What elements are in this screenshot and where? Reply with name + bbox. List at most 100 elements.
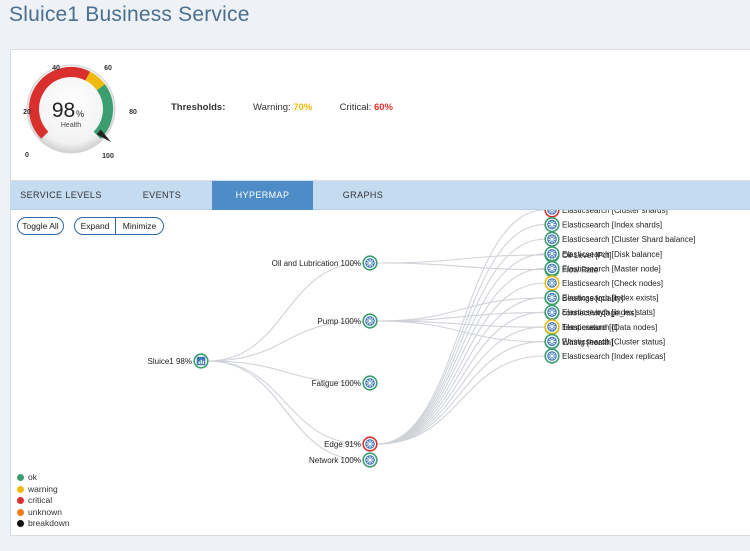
gear-icon-tooth	[548, 338, 551, 341]
leaf-node-label: Oil Level [Pct]	[562, 251, 611, 260]
gear-icon-tooth	[366, 259, 369, 262]
tree-link	[207, 360, 364, 445]
leaf-node[interactable]	[544, 275, 560, 291]
minimize-button[interactable]: Minimize	[115, 217, 164, 235]
leaf-node-label: Flow Rate	[562, 266, 599, 275]
legend-dot	[17, 485, 24, 493]
gear-icon-tooth	[553, 225, 556, 228]
gear-icon-hub	[550, 310, 554, 314]
leaf-node[interactable]	[544, 231, 560, 247]
leaf-node-label: Bearings [quality]	[562, 294, 623, 303]
leaf-node[interactable]	[544, 217, 560, 233]
tab-hypermap[interactable]: HYPERMAP	[212, 181, 313, 210]
legend-item: unknown	[17, 507, 70, 519]
group-node[interactable]	[362, 255, 378, 271]
thresholds-label: Thresholds:	[171, 102, 226, 113]
gear-icon-tooth	[553, 284, 556, 287]
gear-icon-tooth	[548, 323, 551, 326]
gear-icon-hub	[550, 266, 554, 270]
gear-icon-tooth	[371, 445, 374, 448]
gear-icon-tooth	[553, 269, 556, 272]
gear-icon-tooth	[553, 338, 556, 341]
gauge-tick: 100	[102, 153, 114, 160]
gear-icon-hub	[550, 281, 554, 285]
health-panel: 0 20 40 60 80 100 98% Health Thresholds:…	[10, 49, 750, 181]
tree-link	[376, 320, 546, 328]
gear-icon-tooth	[366, 384, 369, 387]
tree-link	[376, 282, 546, 445]
gear-icon-hub	[550, 354, 554, 358]
hypermap-tree: Sluice1 98%Oil and Lubrication 100%Oil L…	[148, 210, 695, 468]
gear-icon-tooth	[371, 456, 374, 459]
gear-icon-tooth	[548, 352, 551, 355]
gauge-label: Health	[61, 122, 81, 129]
gauge-tick: 40	[52, 65, 60, 72]
leaf-node[interactable]	[544, 333, 560, 349]
gauge-tick: 80	[129, 109, 137, 116]
leaf-node-label: Elasticsearch [Index exists]	[562, 294, 658, 303]
gear-icon-tooth	[548, 236, 551, 239]
group-node[interactable]	[362, 375, 378, 391]
gear-icon-tooth	[553, 250, 556, 253]
tab-events[interactable]: EVENTS	[142, 190, 182, 200]
gear-icon-tooth	[548, 250, 551, 253]
expand-button[interactable]: Expand	[74, 217, 116, 235]
leaf-node[interactable]	[544, 210, 560, 218]
group-node[interactable]	[362, 452, 378, 468]
tab-graphs[interactable]: GRAPHS	[342, 190, 384, 200]
gear-icon-tooth	[366, 440, 369, 443]
warning-label: Warning:	[253, 102, 291, 113]
tree-link	[376, 253, 546, 445]
root-node[interactable]	[193, 353, 209, 369]
thresholds: Thresholds: Warning: 70% Critical: 60%	[171, 102, 393, 113]
bar-chart-icon-bar	[202, 360, 204, 364]
legend-label: breakdown	[28, 518, 70, 528]
leaf-node[interactable]	[544, 348, 560, 364]
gear-icon-tooth	[553, 265, 556, 268]
gauge-value-number: 98	[52, 99, 75, 122]
gear-icon-tooth	[553, 309, 556, 312]
gear-icon-tooth	[366, 461, 369, 464]
toggle-all-button[interactable]: Toggle All	[17, 217, 64, 235]
gear-icon-tooth	[553, 298, 556, 301]
leaf-node[interactable]	[544, 319, 560, 335]
gear-icon-hub	[368, 458, 372, 462]
gear-icon-tooth	[548, 298, 551, 301]
gauge-arc-critical	[29, 67, 91, 139]
gear-icon-tooth	[371, 384, 374, 387]
leaf-node[interactable]	[544, 304, 560, 320]
leaf-node-label: Elasticsearch [Index replicas]	[562, 352, 666, 361]
gear-icon-tooth	[371, 461, 374, 464]
leaf-node[interactable]	[544, 246, 560, 262]
tree-link	[376, 340, 546, 445]
tab-service-levels[interactable]: SERVICE LEVELS	[20, 190, 102, 200]
gear-icon-tooth	[548, 225, 551, 228]
leaf-node[interactable]	[544, 289, 560, 306]
root-node-label: Sluice1 98%	[148, 357, 192, 366]
leaf-node-label: Elasticsearch [Master node]	[562, 264, 661, 273]
legend-label: unknown	[28, 506, 63, 517]
tree-link	[376, 355, 546, 445]
tree-link	[207, 360, 364, 384]
gear-icon-hub	[550, 252, 554, 256]
gear-icon-hub	[368, 261, 372, 265]
tree-link	[376, 312, 546, 322]
tree-link	[376, 254, 546, 264]
gear-icon-tooth	[553, 221, 556, 224]
gear-icon-tooth	[548, 342, 551, 345]
group-node[interactable]	[362, 436, 378, 452]
legend-dot	[17, 520, 24, 528]
gear-icon-tooth	[548, 284, 551, 287]
leaf-node[interactable]	[544, 260, 560, 277]
tree-link	[207, 360, 364, 461]
gauge-value-unit: %	[76, 109, 84, 119]
gear-icon-tooth	[371, 317, 374, 320]
gear-icon-tooth	[553, 327, 556, 330]
tree-link	[376, 262, 546, 271]
gear-icon-tooth	[366, 456, 369, 459]
health-gauge: 0 20 40 60 80 100 98% Health	[23, 64, 137, 160]
tree-link	[376, 267, 546, 445]
bar-chart-icon-bar	[198, 361, 200, 364]
gear-icon-tooth	[371, 259, 374, 262]
group-node[interactable]	[362, 313, 378, 329]
